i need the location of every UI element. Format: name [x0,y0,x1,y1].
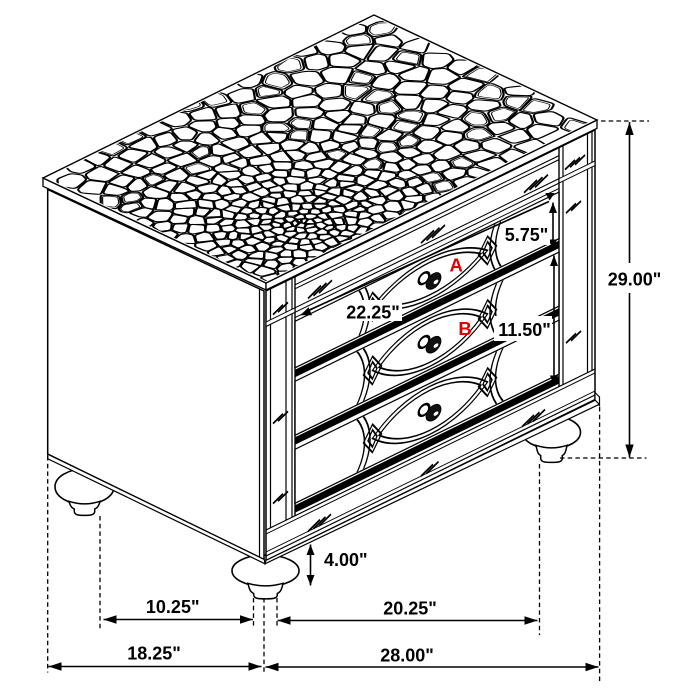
svg-text:18.25": 18.25" [127,644,181,664]
svg-text:10.25": 10.25" [146,597,200,617]
svg-text:20.25": 20.25" [383,599,437,619]
svg-text:B: B [458,318,471,339]
svg-text:29.00": 29.00" [608,270,662,290]
svg-text:22.25": 22.25" [346,303,400,323]
svg-text:11.50": 11.50" [498,320,551,340]
svg-text:A: A [450,255,463,276]
svg-text:5.75": 5.75" [505,225,549,245]
svg-text:28.00": 28.00" [380,646,434,666]
svg-text:4.00": 4.00" [324,550,368,570]
